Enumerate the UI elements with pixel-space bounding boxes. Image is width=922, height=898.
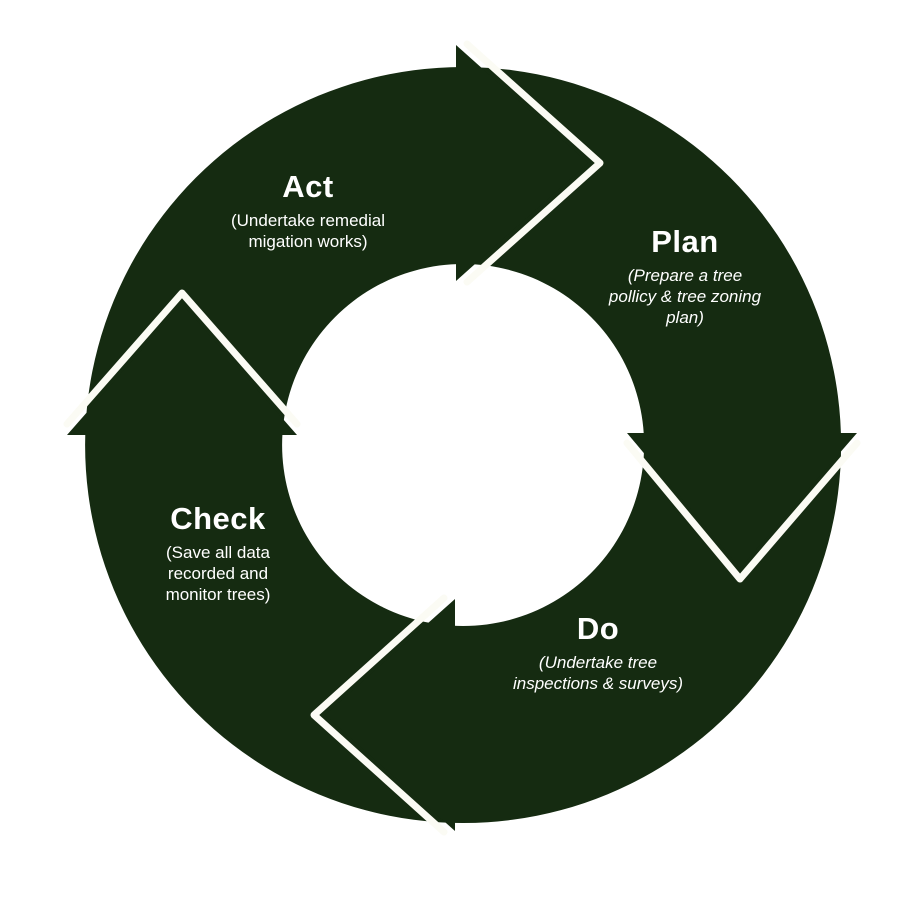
segment-subtitle-check: (Save all data recorded and monitor tree… <box>165 543 271 604</box>
arrowhead-do-to-check-icon <box>325 599 455 831</box>
arrowhead-check-to-act-icon <box>67 304 297 435</box>
arrowhead-act-to-plan-icon <box>456 45 588 281</box>
segment-label-act: Act (Undertake remedial migation works) <box>231 171 385 252</box>
segment-label-plan: Plan (Prepare a tree pollicy & tree zoni… <box>609 226 761 328</box>
segment-subtitle-do: (Undertake tree inspections & surveys) <box>512 653 684 693</box>
arrowhead-plan-to-do-icon <box>627 433 857 568</box>
cycle-ring <box>85 67 842 824</box>
chevron-gap-act-to-plan <box>463 40 604 286</box>
segment-subtitle-act: (Undertake remedial migation works) <box>230 211 386 251</box>
segment-label-do: Do (Undertake tree inspections & surveys… <box>513 613 683 694</box>
chevron-gap-check-to-act <box>63 289 301 428</box>
chevron-gap-plan-to-do <box>623 439 861 583</box>
chevron-gap-do-to-check <box>310 594 448 836</box>
segment-title-do: Do <box>576 611 620 646</box>
segment-title-plan: Plan <box>651 224 719 259</box>
segment-title-act: Act <box>282 169 334 204</box>
segment-title-check: Check <box>170 501 266 536</box>
segment-subtitle-plan: (Prepare a tree pollicy & tree zoning pl… <box>608 266 762 327</box>
segment-label-check: Check (Save all data recorded and monito… <box>166 503 271 605</box>
